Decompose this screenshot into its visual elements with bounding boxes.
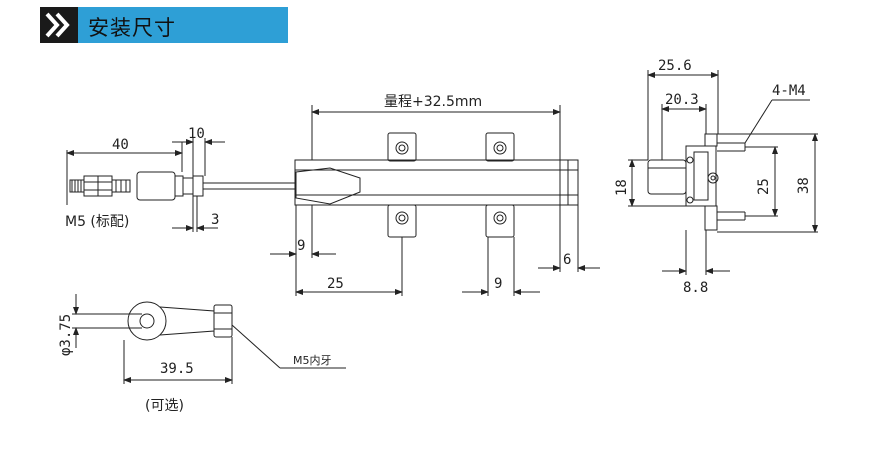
section-title: 安装尺寸	[88, 16, 176, 40]
rod-end-view	[66, 138, 295, 232]
rod-coupler	[136, 171, 176, 201]
mount-clamp-bottom-right	[485, 204, 515, 238]
dim-diameter: φ3.75	[58, 314, 74, 356]
thread-label: M5 (标配)	[65, 214, 129, 230]
section-header: 安装尺寸	[40, 7, 288, 43]
mount-clamp-top-left	[387, 132, 417, 162]
dim-9-mount: 9	[494, 276, 502, 292]
nut-1	[83, 175, 99, 197]
optional-label: (可选)	[145, 398, 184, 414]
sensor-front-view	[270, 105, 600, 296]
nut-2	[97, 175, 113, 197]
eye-thread-label: M5内牙	[293, 353, 332, 367]
dim-39-5: 39.5	[160, 361, 194, 377]
dim-25-6: 25.6	[658, 58, 692, 74]
dim-8-8: 8.8	[683, 280, 708, 296]
dim-40: 40	[112, 137, 129, 153]
dim-25-side: 25	[756, 178, 772, 195]
side-clamp-block	[685, 145, 717, 207]
optional-rod-eye	[72, 294, 346, 384]
dim-38: 38	[796, 177, 812, 194]
dim-6: 6	[563, 252, 571, 268]
eye-ring	[127, 301, 167, 341]
sensor-side-view	[628, 70, 818, 275]
dim-25: 25	[327, 276, 344, 292]
dim-3: 3	[211, 212, 219, 228]
mount-clamp-top-right	[485, 132, 515, 162]
side-body	[647, 159, 687, 195]
dim-9-left: 9	[297, 238, 305, 254]
dim-20-3: 20.3	[665, 92, 699, 108]
bolt-label: 4-M4	[772, 83, 806, 99]
sensor-housing	[294, 159, 579, 206]
slider-block	[295, 167, 361, 205]
range-label: 量程+32.5mm	[384, 94, 482, 110]
eye-hex-nut	[213, 304, 233, 338]
dim-18: 18	[614, 179, 630, 196]
double-chevron-icon	[40, 7, 78, 43]
dim-10: 10	[188, 126, 205, 142]
